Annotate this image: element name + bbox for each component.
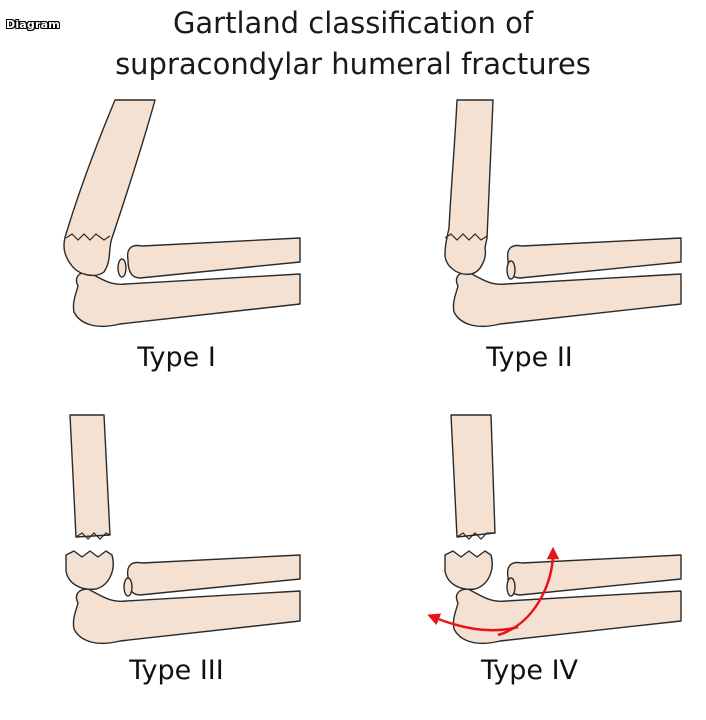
ulna-bone [72, 271, 301, 328]
panel-label: Type I [137, 342, 216, 373]
panel-label: Type II [486, 342, 573, 373]
humerus-shaft [450, 414, 496, 538]
ulna-bone [452, 588, 682, 645]
radial-head [123, 577, 133, 597]
diagram-badge: Diagram [6, 18, 60, 31]
title-line-1: Gartland classification of [172, 6, 534, 40]
panel-type-1: Type I [0, 88, 353, 403]
ulna-bone [452, 271, 682, 328]
distal-humerus-fragment [444, 550, 493, 590]
red-arrow-extension [427, 613, 519, 632]
humerus-bone [63, 99, 156, 277]
panel-label: Type IV [480, 655, 579, 686]
elbow-illustration-type-1 [63, 99, 301, 328]
ulna-bone [72, 588, 301, 645]
radius-bone [126, 554, 301, 596]
elbow-illustration-type-2 [444, 99, 682, 328]
panel-label: Type III [129, 655, 224, 686]
fracture-line [444, 233, 488, 241]
humerus-shaft [69, 414, 111, 538]
fracture-line-upper [75, 532, 111, 540]
radial-head [506, 577, 516, 597]
panel-type-2: Type II [353, 88, 706, 403]
panel-type-4: Type IV [353, 405, 706, 720]
radial-head [117, 258, 127, 278]
radial-head [506, 260, 516, 280]
radius-bone [506, 237, 682, 279]
radius-bone [506, 554, 682, 596]
radius-bone [126, 237, 301, 279]
fracture-line [65, 233, 111, 241]
red-arrow-flexion [497, 546, 560, 637]
title-line-2: supracondylar humeral fractures [115, 47, 591, 81]
distal-humerus-fragment [65, 550, 114, 590]
panel-type-3: Type III [0, 405, 353, 720]
humerus-bone [444, 99, 494, 275]
fracture-line-upper [456, 532, 495, 540]
elbow-illustration-type-3 [65, 414, 301, 645]
elbow-illustration-type-4 [427, 414, 682, 645]
